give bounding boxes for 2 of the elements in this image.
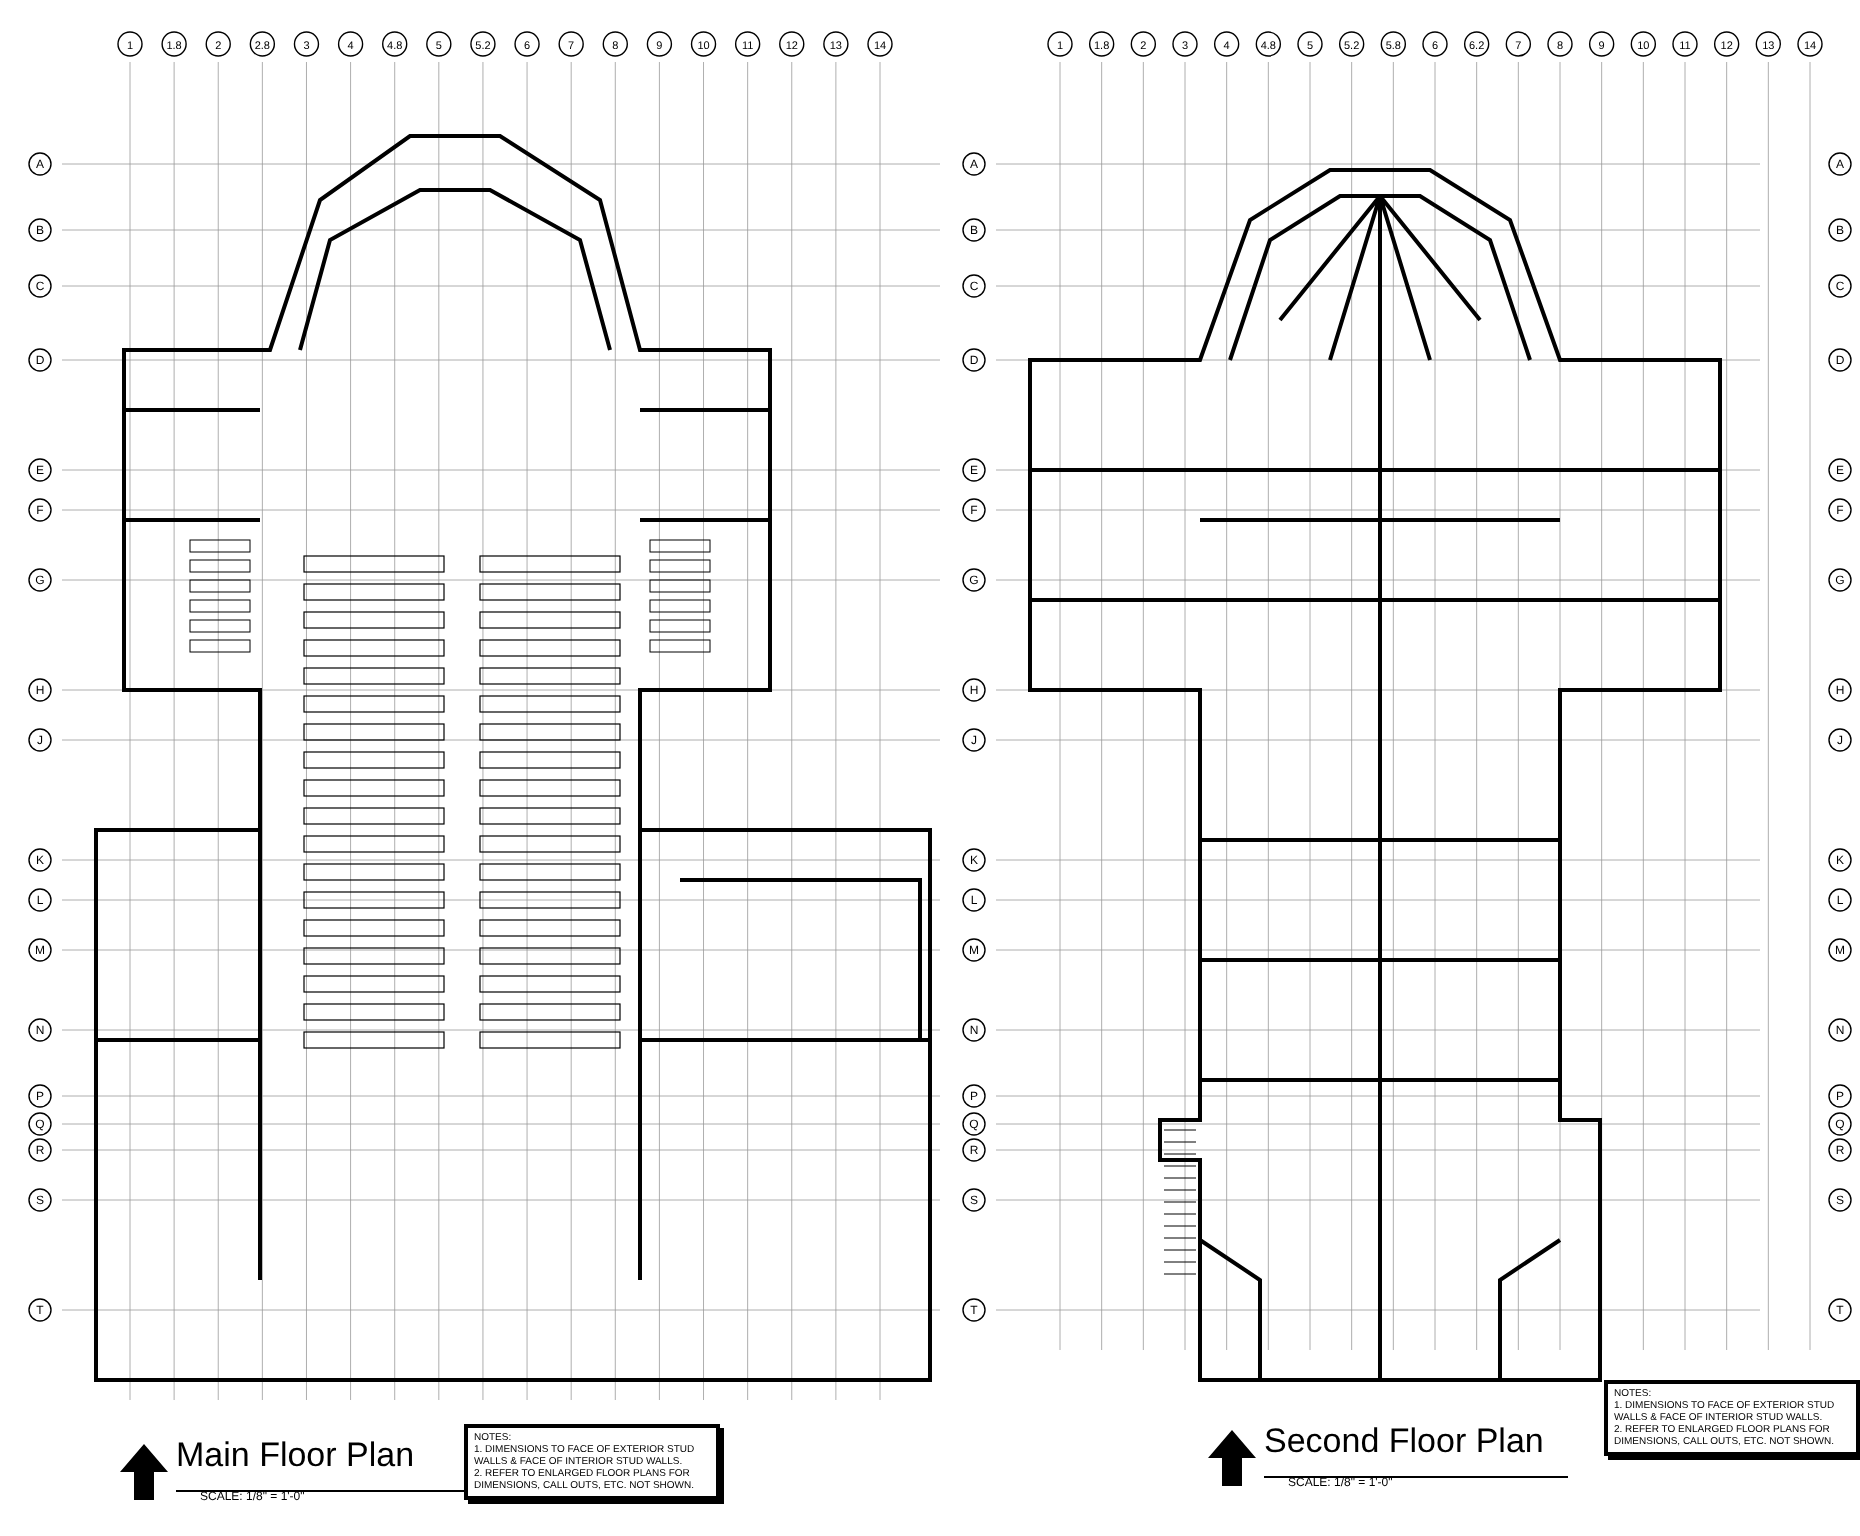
plan-title: Second Floor Plan	[1264, 1422, 1544, 1462]
plan-title: Main Floor Plan	[176, 1436, 415, 1476]
